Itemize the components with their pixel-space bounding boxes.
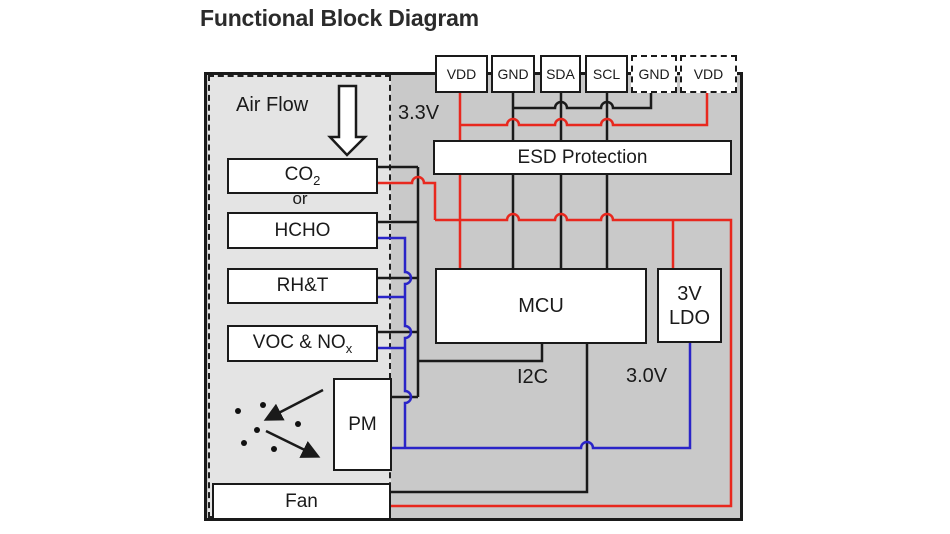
block-3v-ldo: 3V LDO [657,268,722,343]
pin-sda: SDA [540,55,581,93]
block-voc-nox-sensor: VOC & NOx [227,325,378,362]
pin-gnd-2-optional: GND [631,55,677,93]
pin-vdd-1: VDD [435,55,488,93]
i2c-bus-label: I2C [517,366,549,388]
block-co2-sensor: CO2 [227,158,378,194]
rail-3v3-label: 3.3V [398,102,440,124]
pin-vdd-2-optional: VDD [680,55,737,93]
block-fan: Fan [212,483,391,520]
page-title: Functional Block Diagram [200,5,479,31]
block-mcu: MCU [435,268,647,344]
block-rht-sensor: RH&T [227,268,378,304]
pin-gnd-1: GND [491,55,535,93]
pin-scl: SCL [585,55,628,93]
block-hcho-sensor: HCHO [227,212,378,249]
block-esd-protection: ESD Protection [433,140,732,175]
or-label: or [292,189,308,208]
block-pm-sensor: PM [333,378,392,471]
rail-3v0-label: 3.0V [626,365,668,387]
air-flow-label: Air Flow [236,94,309,116]
